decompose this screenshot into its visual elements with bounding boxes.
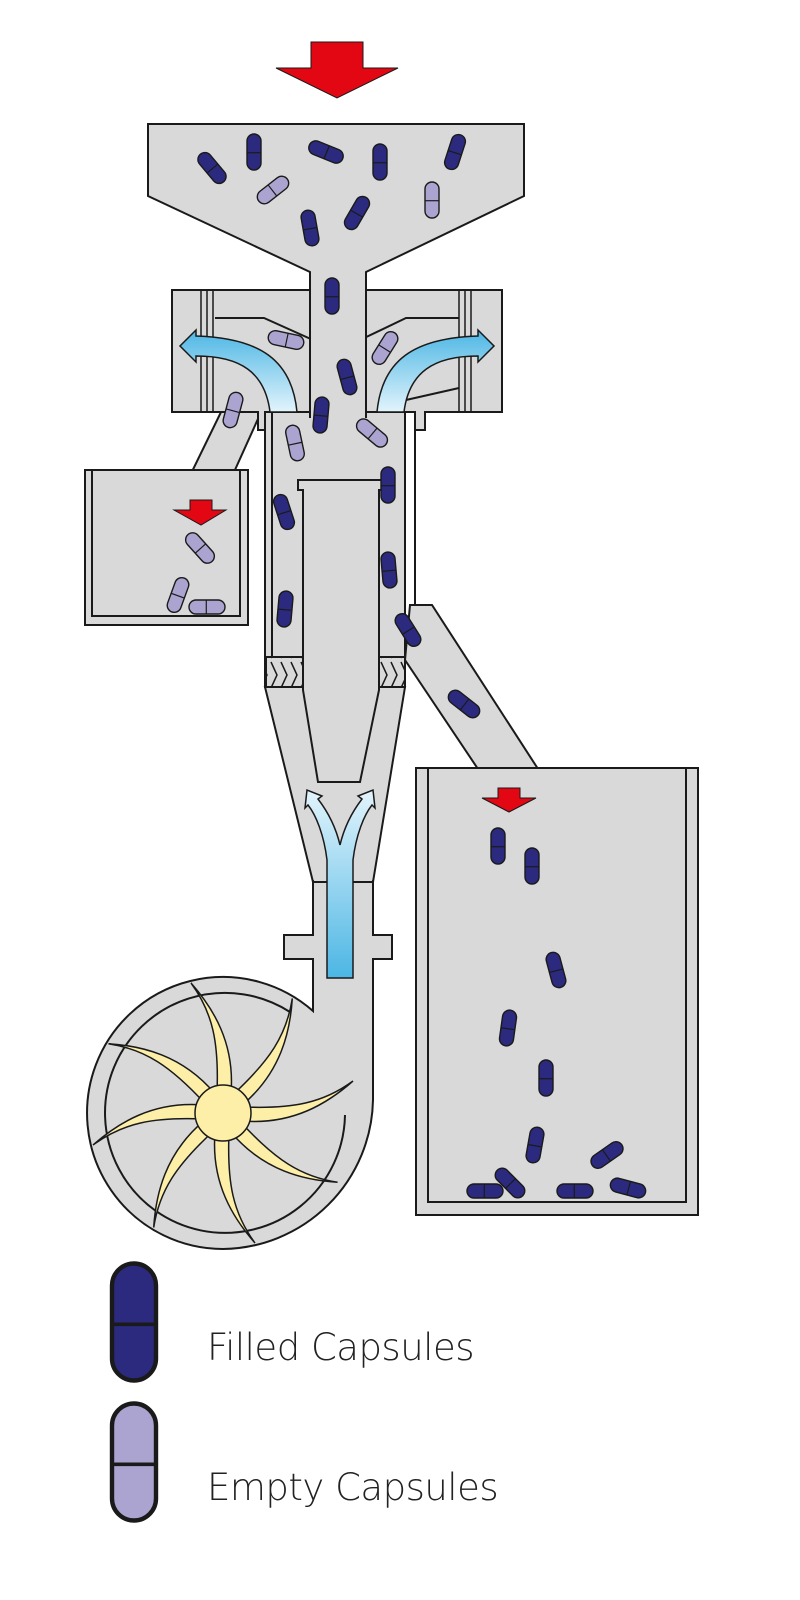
filled-capsule-icon (380, 551, 398, 589)
filled-capsule-icon (545, 951, 567, 989)
filled-capsule-icon (443, 133, 467, 171)
legend-empty-capsule-icon (109, 1401, 159, 1523)
feed-arrow-icon (172, 499, 228, 526)
filled-capsule-icon (380, 466, 396, 504)
empty-capsule-icon (188, 599, 226, 615)
filled-capsule-icon (609, 1177, 647, 1199)
capsule-group (166, 133, 647, 1199)
filled-capsule-icon (300, 209, 320, 247)
empty-capsule-icon (371, 330, 399, 366)
fan-blade (242, 1080, 354, 1123)
air-flow-arrow-icon (304, 788, 376, 979)
fan-blade (190, 982, 233, 1094)
empty-capsule-icon (267, 330, 305, 350)
filled-capsule-icon (336, 358, 358, 396)
empty-capsule-bin (84, 469, 249, 626)
right-chute (403, 604, 542, 773)
filled-capsule-icon (447, 689, 481, 719)
filled-capsule-icon (394, 612, 422, 648)
empty-capsule-icon (166, 576, 190, 614)
legend-empty-label: Empty Capsules (207, 1466, 499, 1509)
filled-capsule-icon (490, 827, 506, 865)
filled-capsule-icon (272, 493, 296, 531)
empty-capsule-icon (424, 181, 440, 219)
empty-capsule-icon (184, 532, 216, 564)
legend-filled-label: Filled Capsules (207, 1326, 474, 1369)
filled-capsule-icon (524, 847, 540, 885)
empty-capsule-icon (355, 418, 389, 448)
filled-capsule-icon (538, 1059, 554, 1097)
fan-hub (194, 1084, 252, 1142)
legend-filled-capsule-icon (109, 1261, 159, 1383)
empty-capsule-icon (256, 175, 290, 205)
filled-capsule-icon (525, 1126, 545, 1164)
feed-arrow-icon (275, 41, 399, 99)
filled-capsule-icon (246, 133, 262, 171)
empty-capsule-icon (222, 391, 244, 429)
empty-capsule-icon (285, 424, 305, 462)
air-flow-arrow-icon (178, 328, 298, 413)
filled-capsule-icon (276, 590, 294, 628)
fan-blade (213, 1132, 256, 1244)
filled-capsule-icon (556, 1183, 594, 1199)
air-flow-arrow-icon (376, 328, 496, 413)
feed-arrow-icon (481, 787, 537, 813)
filled-capsule-icon (372, 143, 388, 181)
filled-capsule-icon (312, 396, 330, 434)
filled-capsule-bin (415, 767, 699, 1216)
fan-impeller-icon (92, 982, 354, 1244)
filled-capsule-icon (466, 1183, 504, 1199)
filled-capsule-icon (590, 1140, 624, 1170)
inner-column (297, 479, 385, 783)
filled-capsule-icon (197, 151, 227, 185)
filled-capsule-icon (498, 1009, 518, 1047)
filled-capsule-icon (494, 1167, 526, 1199)
filled-capsule-icon (343, 195, 371, 231)
fan-blade (92, 1103, 204, 1146)
filled-capsule-icon (324, 277, 340, 315)
filled-capsule-icon (308, 140, 344, 164)
